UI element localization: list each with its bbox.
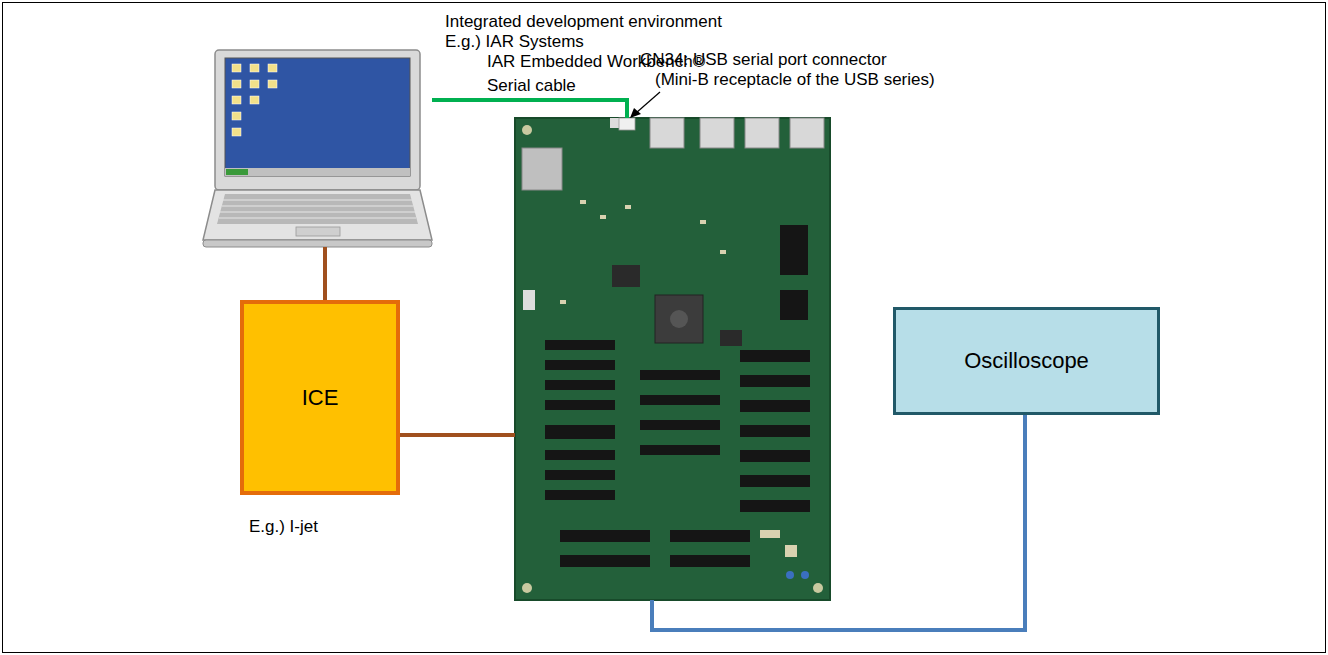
caption-text: E.g.) IAR Systems: [445, 32, 584, 52]
caption-text: (Mini-B receptacle of the USB series): [655, 70, 935, 90]
cable-line: [652, 415, 1025, 630]
callout-arrow: [630, 92, 660, 118]
box-label: Oscilloscope: [964, 348, 1089, 374]
caption-text: CN34: USB serial port connector: [640, 50, 887, 70]
board-photo: [515, 118, 830, 600]
caption-text: Integrated development environment: [445, 12, 722, 32]
cable-line: [323, 247, 327, 300]
laptop-illustration: [203, 50, 432, 247]
caption-text: E.g.) I-jet: [249, 517, 318, 537]
cable-line: [400, 433, 515, 437]
device-area: Integrated development environmentE.g.) …: [200, 50, 432, 247]
frame: [3, 3, 1326, 653]
cable-line: [432, 100, 627, 118]
box-label: ICE: [302, 385, 339, 411]
edge-label: Serial cable: [487, 76, 576, 96]
ice-box: ICEE.g.) I-jet: [240, 300, 400, 495]
device-area: CN34: USB serial port connector(Mini-B r…: [515, 118, 830, 600]
instrument-box: Oscilloscope: [893, 307, 1160, 415]
